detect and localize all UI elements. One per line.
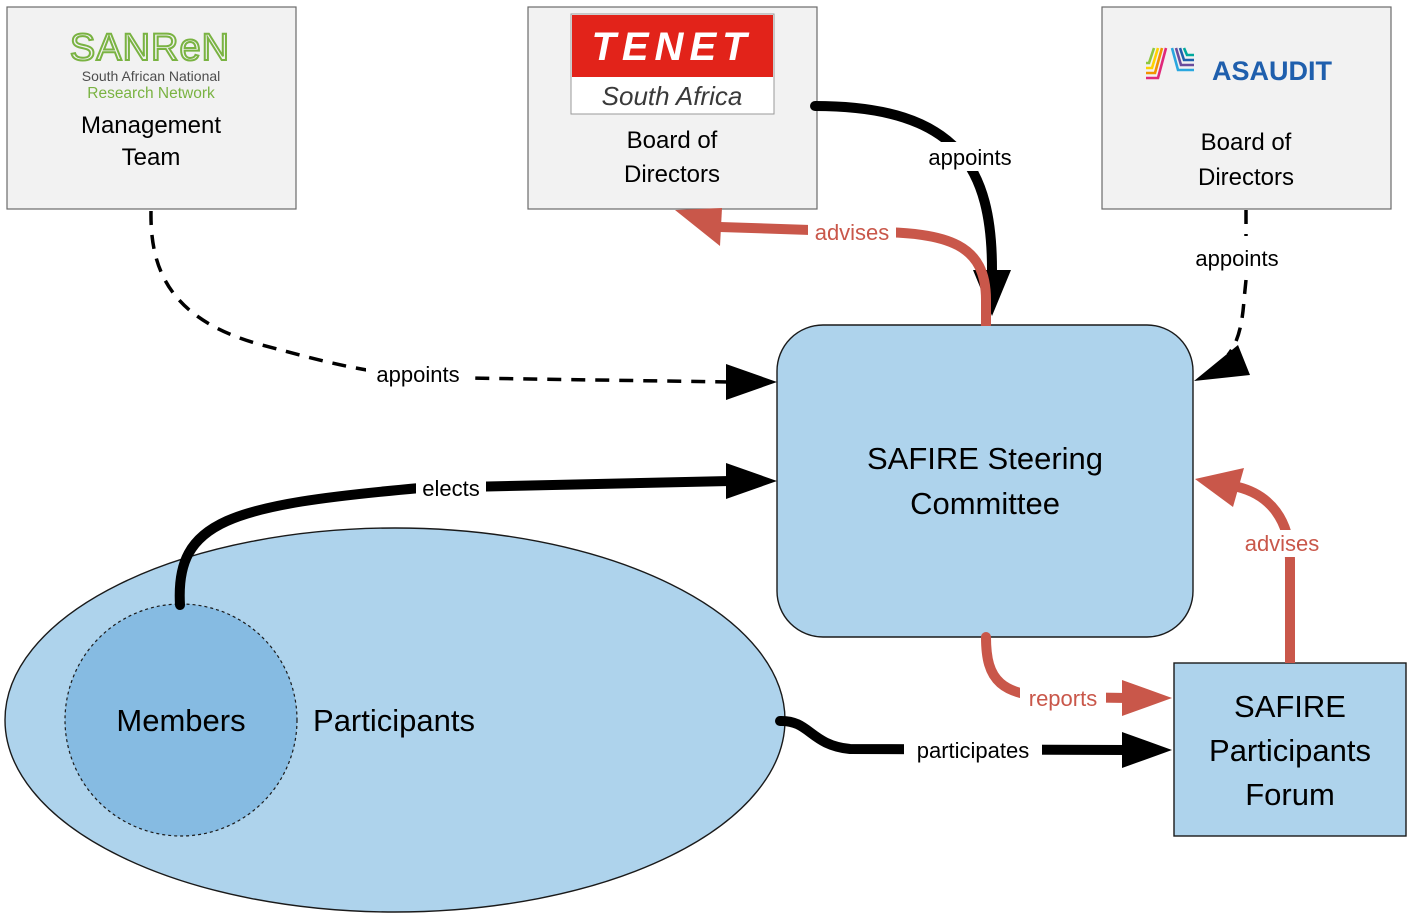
tenet-appoints-arrow: appoints: [810, 101, 1023, 316]
members-label: Members: [116, 703, 245, 738]
reports-arrow: reports: [981, 632, 1172, 716]
tenet-label-line1: Board of: [627, 127, 718, 154]
advises-forum-label: advises: [1245, 531, 1320, 556]
steering-committee-label-line2: Committee: [910, 486, 1060, 521]
advises-forum-arrow: advises: [1195, 468, 1328, 663]
asaudit-box: ASAUDIT Board of Directors: [1101, 6, 1392, 210]
forum-label-line1: SAFIRE: [1234, 689, 1346, 724]
asaudit-label-line2: Directors: [1198, 164, 1294, 191]
elects-label: elects: [422, 476, 479, 501]
advises-tenet-arrow: advises: [675, 208, 991, 326]
elects-arrow: elects: [174, 463, 777, 610]
steering-committee-label-line1: SAFIRE Steering: [867, 441, 1103, 476]
forum-label-line3: Forum: [1245, 777, 1335, 812]
reports-label: reports: [1029, 686, 1097, 711]
sanren-box: SANReN South African National Research N…: [6, 6, 297, 210]
asaudit-logo: ASAUDIT: [1146, 47, 1333, 86]
tenet-box: TENET South Africa Board of Directors: [527, 6, 818, 210]
sanren-logo-name: SANReN: [70, 27, 230, 69]
tenet-label-line2: Directors: [624, 161, 720, 188]
sanren-appoints-arrow: appoints: [149, 210, 777, 400]
tenet-logo: TENET South Africa: [570, 13, 775, 115]
asaudit-logo-name: ASAUDIT: [1212, 56, 1333, 86]
sanren-appoints-label: appoints: [376, 362, 459, 387]
asaudit-label-line1: Board of: [1201, 129, 1292, 156]
advises-tenet-label: advises: [815, 220, 890, 245]
tenet-appoints-label: appoints: [928, 145, 1011, 170]
asaudit-stripes-icon: [1146, 47, 1194, 80]
sanren-label-line2: Team: [122, 144, 181, 171]
asaudit-appoints-label: appoints: [1195, 246, 1278, 271]
participates-arrow: participates: [775, 715, 1172, 768]
asaudit-appoints-arrow: appoints: [1194, 210, 1279, 381]
sanren-label-line1: Management: [81, 112, 221, 139]
forum-label-line2: Participants: [1209, 733, 1371, 768]
sanren-logo-line1: South African National: [82, 68, 221, 84]
members-circle: Members: [64, 603, 298, 837]
tenet-logo-top: TENET: [591, 25, 752, 69]
sanren-logo-line2: Research Network: [87, 85, 215, 102]
sanren-logo: SANReN South African National Research N…: [69, 26, 230, 102]
participates-label: participates: [917, 738, 1030, 763]
steering-committee-box: SAFIRE Steering Committee: [776, 324, 1194, 638]
tenet-logo-bottom: South Africa: [602, 81, 743, 111]
participants-label: Participants: [313, 703, 475, 738]
participants-forum-box: SAFIRE Participants Forum: [1173, 662, 1407, 837]
